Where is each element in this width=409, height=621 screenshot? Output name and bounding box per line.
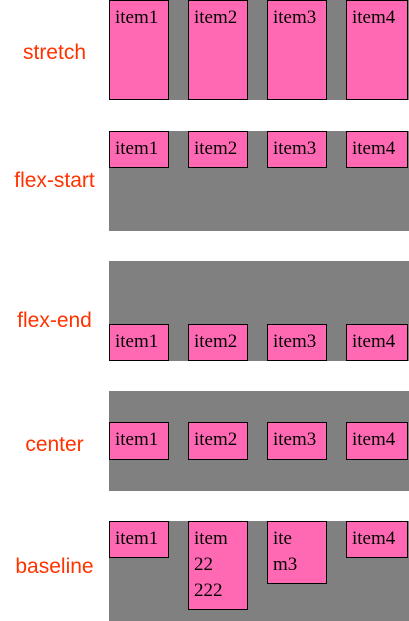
label-baseline: baseline (15, 555, 94, 578)
flex-container-baseline: item1 item 22 222 ite m3 item4 (109, 521, 409, 621)
flex-container-stretch: item1 item2 item3 item4 (109, 0, 409, 100)
flex-item: item4 (346, 324, 408, 361)
flex-item: item4 (346, 0, 408, 100)
flex-item: item3 (267, 131, 327, 168)
label-center: center (25, 433, 84, 456)
flex-item: item3 (267, 422, 327, 460)
flex-item: item 22 222 (188, 521, 248, 610)
label-flex-start: flex-start (14, 169, 95, 192)
flex-item: item1 (109, 521, 169, 558)
flex-item: item2 (188, 0, 248, 100)
flex-item: item3 (267, 0, 327, 100)
flex-item: item2 (188, 422, 248, 460)
flex-item: item2 (188, 131, 248, 168)
flex-container-center: item1 item2 item3 item4 (109, 391, 409, 491)
flex-item: item1 (109, 131, 169, 168)
label-flex-end: flex-end (17, 309, 92, 332)
flex-item: item4 (346, 422, 408, 460)
flex-item: item4 (346, 521, 408, 558)
flex-item: item2 (188, 324, 248, 361)
flex-item: item1 (109, 422, 169, 460)
flex-item: item1 (109, 0, 169, 100)
flex-item: ite m3 (267, 521, 327, 584)
flex-item: item4 (346, 131, 408, 168)
label-stretch: stretch (22, 41, 87, 64)
flex-item: item1 (109, 324, 169, 361)
flex-container-flex-start: item1 item2 item3 item4 (109, 131, 409, 231)
flex-container-flex-end: item1 item2 item3 item4 (109, 261, 409, 361)
flex-item: item3 (267, 324, 327, 361)
